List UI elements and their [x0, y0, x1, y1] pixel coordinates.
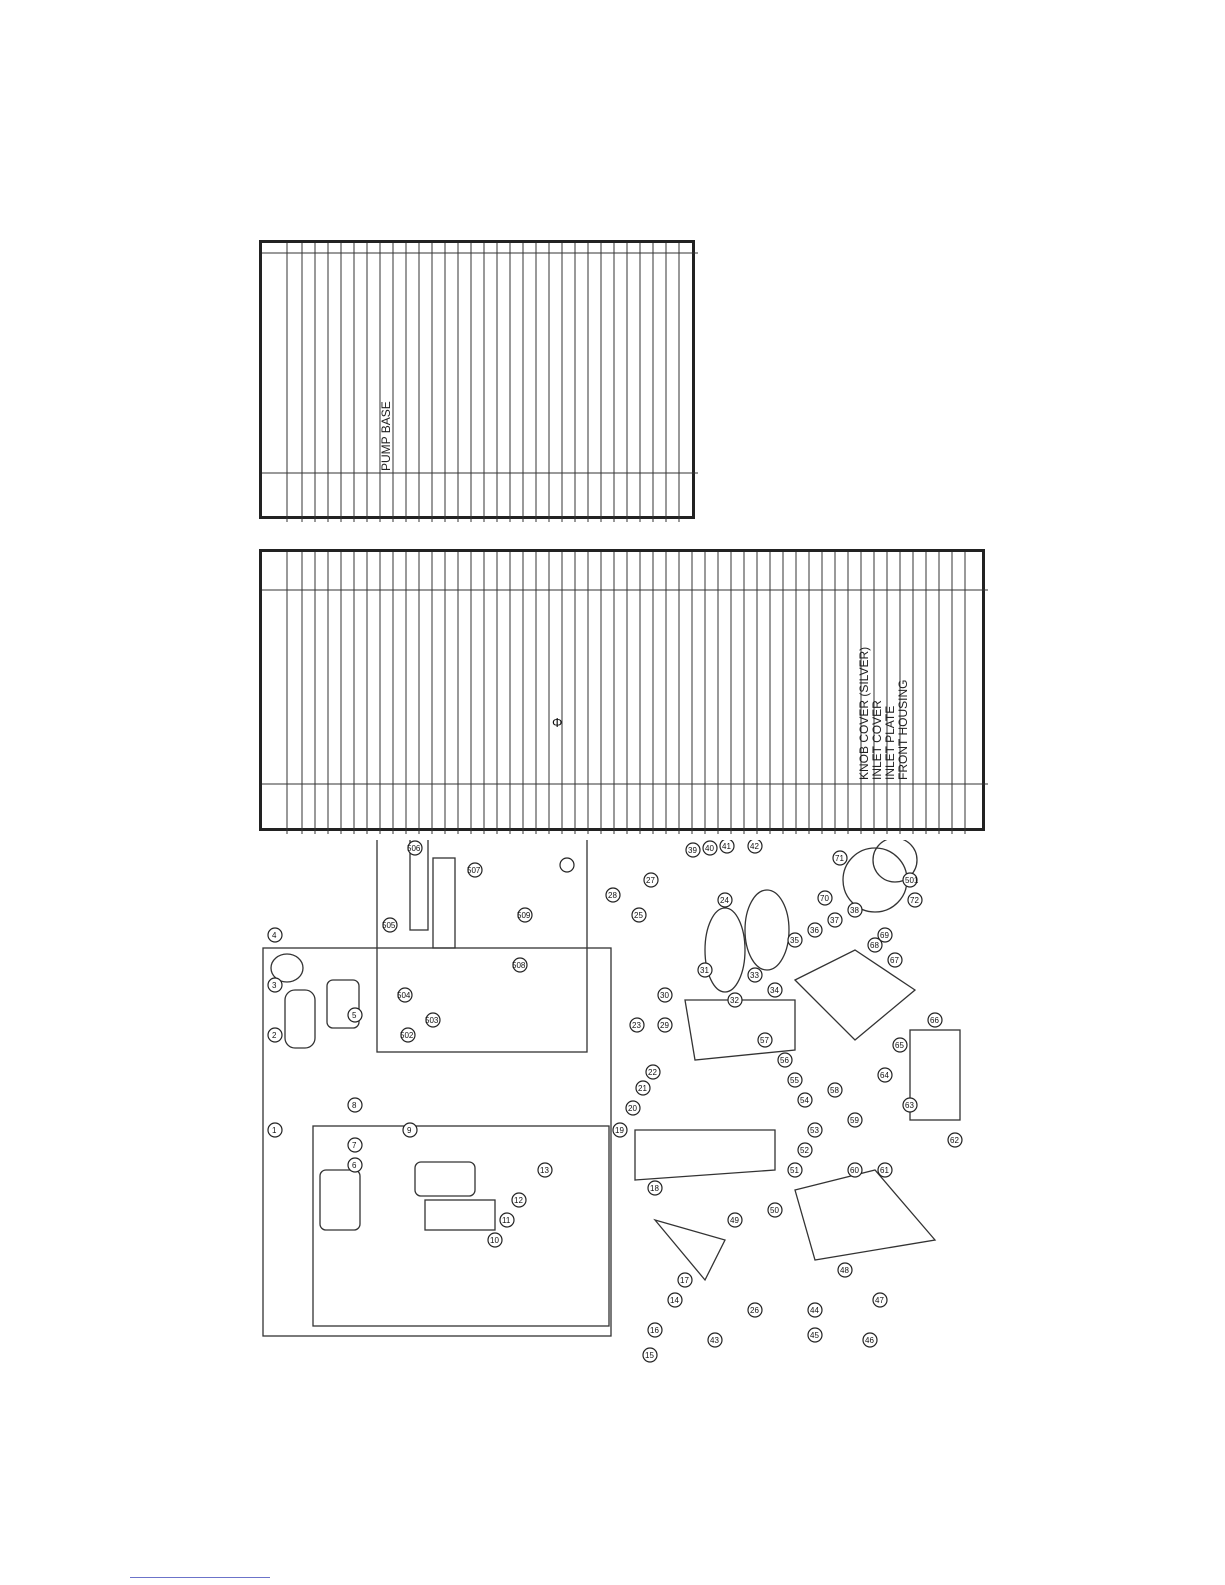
diameter-symbol: Φ	[552, 715, 563, 730]
callout-label: 6	[352, 1161, 357, 1170]
callout-label: 67	[890, 956, 899, 965]
callout-label: 53	[810, 1126, 819, 1135]
callout-label: 16	[650, 1326, 659, 1335]
pump-subassembly-frame	[312, 1125, 610, 1327]
callout-label: 69	[880, 931, 889, 940]
callout-label: 34	[770, 986, 779, 995]
callout-label: 15	[645, 1351, 654, 1360]
callout-label: 47	[875, 1296, 884, 1305]
callout-label: 43	[710, 1336, 719, 1345]
parts-table-bottom-grid	[262, 552, 988, 834]
callout-label: 28	[608, 891, 617, 900]
callout-label: 58	[830, 1086, 839, 1095]
callout-label: 71	[835, 854, 844, 863]
callout-label: 54	[800, 1096, 809, 1105]
callout-label: 36	[810, 926, 819, 935]
callout-label: 49	[730, 1216, 739, 1225]
callout-label: 26	[750, 1306, 759, 1315]
callout-label: 65	[895, 1041, 904, 1050]
callout-label: 14	[670, 1296, 679, 1305]
callout-label: 504	[397, 991, 411, 1000]
callout-label: 38	[850, 906, 859, 915]
callout-label: 41	[722, 842, 731, 851]
callout-label: 50	[770, 1206, 779, 1215]
callout-label: 48	[840, 1266, 849, 1275]
callout-label: 61	[880, 1166, 889, 1175]
callout-label: 57	[760, 1036, 769, 1045]
parts-table-bottom: Φ KNOB COVER (SILVER) INLET COVER INLET …	[259, 549, 988, 834]
callout-label: 5	[352, 1011, 357, 1020]
callout-label: 66	[930, 1016, 939, 1025]
callout-label: 13	[540, 1166, 549, 1175]
callout-label: 23	[632, 1021, 641, 1030]
callout-label: 51	[790, 1166, 799, 1175]
callout-label: 21	[638, 1084, 647, 1093]
callout-label: 3	[272, 981, 277, 990]
callout-label: 55	[790, 1076, 799, 1085]
exploded-parts-diagram: 1 2 3 4 5 6 7 8 9 10 11 12 13 14 15 16 1…	[255, 833, 1000, 1370]
callout-label: 63	[905, 1101, 914, 1110]
footer-rule	[130, 1577, 270, 1578]
callout-label: 29	[660, 1021, 669, 1030]
callout-label: 2	[272, 1031, 277, 1040]
callout-label: 12	[514, 1196, 523, 1205]
callout-label: 22	[648, 1068, 657, 1077]
callout-label: 52	[800, 1146, 809, 1155]
callout-label: 72	[910, 896, 919, 905]
callout-label: 507	[467, 866, 481, 875]
motor-part	[326, 979, 360, 1029]
callout-label: 503	[425, 1016, 439, 1025]
callout-label: 509	[517, 911, 531, 920]
callout-label: 30	[660, 991, 669, 1000]
callout-label: 44	[810, 1306, 819, 1315]
callout-label: 45	[810, 1331, 819, 1340]
callout-label: 17	[680, 1276, 689, 1285]
callout-label: 70	[820, 894, 829, 903]
callout-label: 31	[700, 966, 709, 975]
parts-table-top: PUMP BASE	[259, 240, 698, 522]
callout-label: 32	[730, 996, 739, 1005]
callout-label: 18	[650, 1184, 659, 1193]
parts-table-top-grid	[262, 243, 698, 522]
callout-label: 37	[830, 916, 839, 925]
callout-label: 502	[400, 1031, 414, 1040]
callout-label: 10	[490, 1236, 499, 1245]
callout-label: 59	[850, 1116, 859, 1125]
callout-label: 4	[272, 931, 277, 940]
callout-label: 25	[634, 911, 643, 920]
callout-label: 46	[865, 1336, 874, 1345]
callout-label: 8	[352, 1101, 357, 1110]
motor-housing-part	[284, 989, 316, 1049]
callout-label: 11	[502, 1216, 511, 1225]
callout-label: 24	[720, 896, 729, 905]
table-row-label: PUMP BASE	[379, 401, 393, 471]
callout-label: 35	[790, 936, 799, 945]
callout-label: 505	[382, 921, 396, 930]
callout-label: 42	[750, 842, 759, 851]
callout-label: 506	[407, 844, 421, 853]
callout-label: 508	[512, 961, 526, 970]
callout-label: 9	[407, 1126, 412, 1135]
callout-label: 27	[646, 876, 655, 885]
callout-label: 19	[615, 1126, 624, 1135]
callout-label: 501	[905, 876, 919, 885]
callout-label: 33	[750, 971, 759, 980]
callout-label: 39	[688, 846, 697, 855]
callout-label: 1	[272, 1126, 277, 1135]
callout-label: 7	[352, 1141, 357, 1150]
callout-label: 56	[780, 1056, 789, 1065]
table-row-label: FRONT HOUSING	[896, 679, 910, 780]
callout-label: 68	[870, 941, 879, 950]
callout-label: 20	[628, 1104, 637, 1113]
callout-label: 62	[950, 1136, 959, 1145]
exploded-view-drawing: 1 2 3 4 5 6 7 8 9 10 11 12 13 14 15 16 1…	[262, 833, 963, 1363]
callout-label: 60	[850, 1166, 859, 1175]
callout-label: 64	[880, 1071, 889, 1080]
callout-label: 40	[705, 844, 714, 853]
